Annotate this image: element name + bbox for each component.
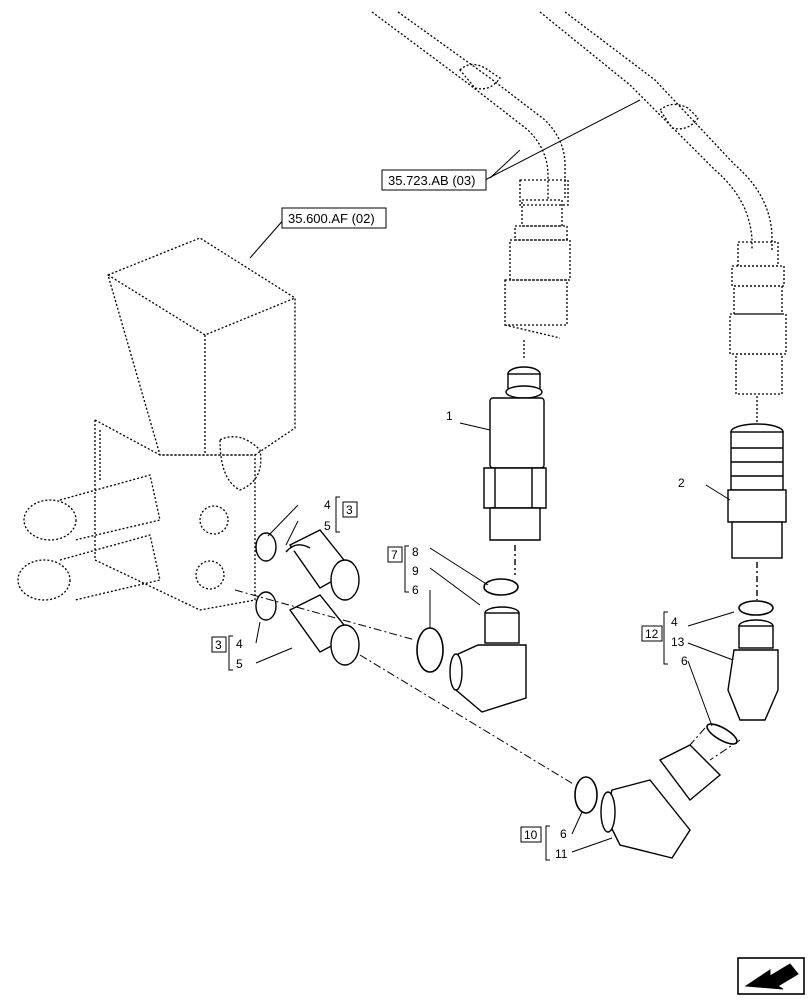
right-hose-coupler (729, 241, 787, 424)
item-number-9: 9 (412, 564, 419, 578)
group-box-7: 7 (391, 548, 398, 562)
item-number-6: 6 (681, 654, 688, 668)
item-number-4: 4 (324, 498, 331, 512)
item-number-6: 6 (412, 583, 419, 597)
reference-label-valve-block[interactable]: 35.600.AF (02) (281, 207, 387, 229)
elbow-fitting-13 (727, 619, 779, 721)
next-page-arrow-icon[interactable] (737, 957, 805, 995)
straight-fitting-lower (255, 591, 360, 666)
assembly-center-lines (234, 589, 741, 786)
valve-block (17, 237, 296, 611)
elbow-fitting-9 (449, 606, 527, 713)
group-box-3: 3 (215, 638, 222, 652)
reference-text-upper[interactable]: 35.723.AB (03) (388, 173, 475, 188)
item-number-6: 6 (560, 827, 567, 841)
group-box-10: 10 (524, 828, 538, 842)
item-number-4: 4 (236, 637, 243, 651)
item-number-2: 2 (678, 476, 685, 490)
reference-label-upper-hoses[interactable]: 35.723.AB (03) (381, 169, 487, 191)
adapter-fitting (483, 366, 547, 575)
group-box-12: 12 (645, 627, 659, 641)
group-box-3: 3 (346, 503, 353, 517)
reference-text-valve[interactable]: 35.600.AF (02) (288, 211, 375, 226)
upper-hoses (371, 11, 773, 250)
group-7: 7 8 9 6 (387, 545, 419, 597)
item-number-5: 5 (236, 657, 243, 671)
group-3-upper: 4 5 3 (324, 498, 358, 533)
group-3-lower: 3 4 5 (211, 636, 243, 671)
callout-brackets (228, 496, 668, 861)
item-number-8: 8 (412, 545, 419, 559)
item-number-13: 13 (671, 635, 685, 649)
elbow-fitting-11 (600, 744, 722, 859)
group-10: 10 6 11 (520, 826, 568, 861)
item-number-4: 4 (671, 615, 678, 629)
group-12: 12 4 13 6 (641, 615, 688, 668)
item-number-11: 11 (555, 847, 568, 861)
left-hose-coupler (504, 199, 571, 360)
straight-fitting-upper (255, 529, 360, 601)
quick-coupler (727, 423, 787, 600)
item-number-5: 5 (324, 519, 331, 533)
item-number-1: 1 (446, 409, 453, 423)
leader-lines (249, 99, 735, 853)
